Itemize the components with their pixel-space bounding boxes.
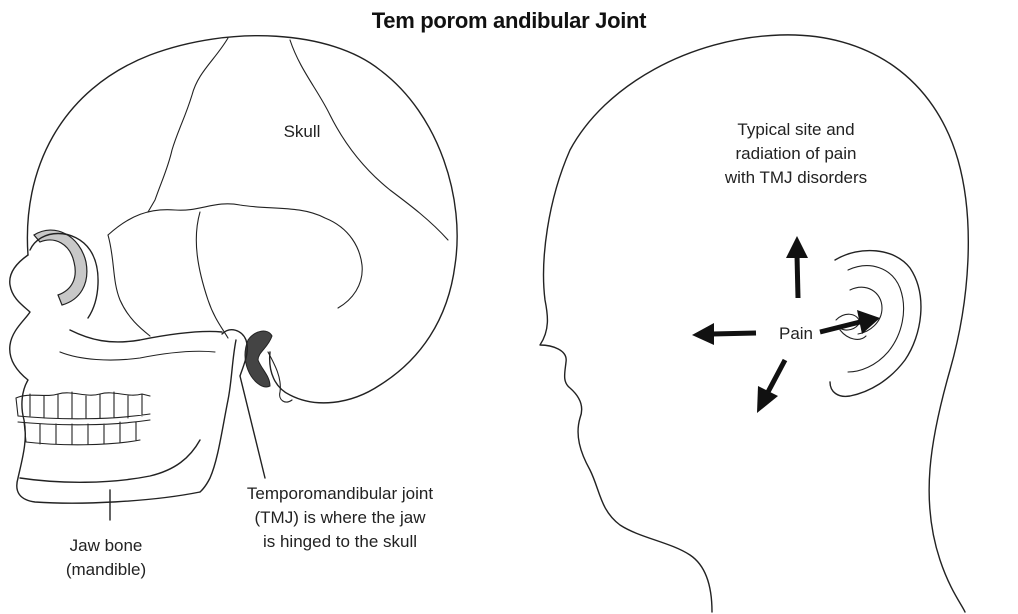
arrow-up-icon bbox=[786, 236, 808, 298]
skull-label: Skull bbox=[284, 122, 321, 141]
cheekbone-lower bbox=[60, 351, 215, 360]
ear-outer bbox=[830, 251, 921, 397]
arrow-down-left-icon bbox=[757, 360, 785, 413]
mandible-outline bbox=[200, 340, 236, 492]
suture-squamous bbox=[108, 204, 362, 308]
jaw-bone-label-line1: Jaw bone bbox=[70, 536, 143, 555]
suture-coronal bbox=[148, 38, 228, 212]
mandible-lower bbox=[20, 440, 200, 482]
cranium-outline bbox=[27, 36, 457, 403]
zygomatic-arch bbox=[70, 330, 222, 342]
face-profile bbox=[10, 255, 200, 503]
lower-teeth bbox=[18, 420, 150, 445]
pain-site-line2: radiation of pain bbox=[736, 144, 857, 163]
tmj-joint bbox=[245, 331, 272, 387]
pain-site-line1: Typical site and bbox=[737, 120, 854, 139]
arrow-left-icon bbox=[692, 323, 756, 345]
orbit-highlight bbox=[34, 230, 87, 305]
arrow-right-icon bbox=[820, 310, 880, 334]
pain-label: Pain bbox=[779, 324, 813, 343]
upper-teeth bbox=[16, 392, 150, 419]
jaw-bone-label-line2: (mandible) bbox=[66, 560, 146, 579]
pain-site-line3: with TMJ disorders bbox=[724, 168, 867, 187]
diagram-title: Tem porom andibular Joint bbox=[372, 8, 647, 33]
tmj-label-line1: Temporomandibular joint bbox=[247, 484, 433, 503]
tmj-label-line2: (TMJ) is where the jaw bbox=[255, 508, 427, 527]
tmj-label-line3: is hinged to the skull bbox=[263, 532, 417, 551]
condyle-outline bbox=[222, 330, 247, 376]
orbit-outline bbox=[30, 234, 98, 319]
suture-sphenoid bbox=[108, 235, 150, 336]
skull-illustration bbox=[10, 36, 457, 520]
suture-temporal bbox=[196, 212, 228, 338]
tmj-pointer bbox=[240, 376, 265, 478]
